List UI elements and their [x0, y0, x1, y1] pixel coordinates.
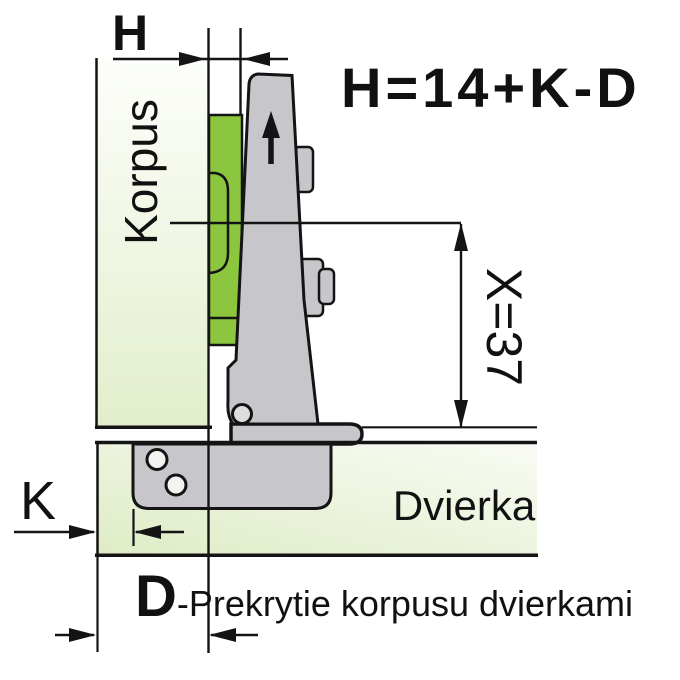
d-caption-text: -Prekrytie korpusu dvierkami: [176, 583, 634, 624]
formula-label: H=14+K-D: [341, 56, 641, 119]
korpus-panel: [95, 58, 212, 429]
dimension-h: [113, 52, 288, 66]
h-dimension-label: H: [112, 5, 149, 61]
k-dimension-label: K: [20, 471, 57, 531]
dimension-d: [55, 556, 258, 652]
x-dimension-label: X=37: [476, 267, 532, 387]
dimension-x: [454, 223, 468, 428]
pivot-joint: [231, 403, 253, 425]
up-arrow-icon: [262, 111, 280, 164]
korpus-panel-label: Korpus: [115, 99, 167, 245]
hinge-arm: [226, 72, 320, 426]
door-panel-label: Dvierka: [392, 482, 536, 529]
d-caption-letter: D: [135, 564, 177, 629]
d-caption: D -Prekrytie korpusu dvierkami: [135, 568, 633, 626]
hinge-cup: [131, 442, 333, 510]
dimension-k: [14, 509, 184, 546]
